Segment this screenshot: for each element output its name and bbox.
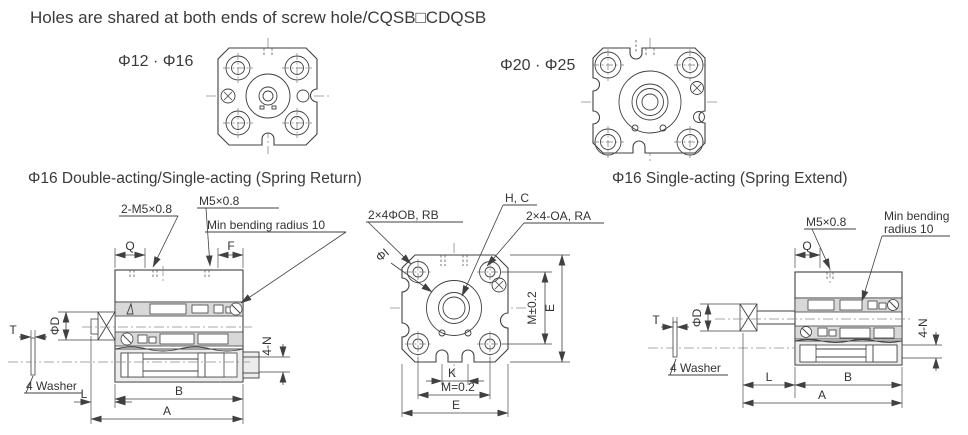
corner-hole [592, 126, 624, 158]
dim-q-right: Q [802, 239, 811, 253]
side-port-hole [693, 111, 705, 123]
holes-b-label: 2×4ΦOB, RB [368, 208, 439, 222]
dim-l-left: L [81, 387, 88, 401]
breather-plug [220, 88, 236, 104]
dim-e-bottom: E [452, 398, 460, 412]
dim-t-right: T [652, 313, 660, 327]
rod-end-block [739, 303, 758, 332]
dim-n-left: 4-N [260, 336, 274, 355]
dim-rod-dia-right: ΦD [690, 309, 704, 328]
dim-a-right: A [818, 388, 826, 402]
fitting-screw [120, 332, 134, 346]
dim-f-left: F [227, 239, 234, 253]
center-bore [245, 73, 291, 119]
center-bore [426, 280, 482, 337]
corner-hole [223, 53, 253, 83]
corner-hole [282, 108, 312, 138]
dim-b-left: B [175, 384, 183, 398]
corner-hole [592, 49, 624, 81]
corner-hole [282, 53, 312, 83]
fitting-screw [887, 299, 899, 311]
section-heading-spring-extend: Φ16 Single-acting (Spring Extend) [612, 170, 848, 187]
corner-hole [477, 331, 503, 357]
bend-radius-label-right-line1: Min bending [884, 209, 949, 223]
washer [672, 321, 678, 358]
bore-dia-label: ΦI [373, 245, 392, 264]
front-view: 2×4ΦOB, RB H, C 2×4-OA, RA ΦI M±0.2 E K [366, 191, 604, 417]
side-port-hole [296, 89, 310, 103]
dim-e-side: E [543, 304, 557, 312]
dim-n-right: 4-N [916, 318, 930, 337]
corner-hole [674, 49, 706, 81]
end-view-small-label: Φ12 · Φ16 [118, 53, 194, 70]
side-section-view-spring-extend: Q M5×0.8 Min bending radius 10 ΦD T 4 Wa… [648, 209, 950, 408]
corner-hole [405, 331, 431, 357]
thread-label-left: M5×0.8 [199, 194, 240, 208]
dim-b-right: B [844, 370, 852, 384]
thread-label-right: M5×0.8 [806, 215, 847, 229]
end-view-small-drawing [206, 38, 329, 154]
holes-a-label: 2×4-OA, RA [526, 209, 591, 223]
corner-hole [674, 126, 706, 158]
washer [30, 337, 36, 376]
dim-m-bottom: M=0.2 [441, 380, 475, 394]
fitting-screw [229, 302, 243, 316]
washer-label-left: 4 Washer [26, 379, 77, 393]
dim-m-side: M±0.2 [525, 291, 539, 325]
hc-label: H, C [505, 191, 529, 205]
end-view-large-drawing [581, 38, 717, 163]
dim-l-right: L [766, 370, 773, 384]
side-section-view-spring-return: Q F 2-M5×0.8 M5×0.8 Min bending radius 1… [8, 194, 347, 424]
ports-label-left: 2-M5×0.8 [121, 202, 172, 216]
rod-end-block [90, 311, 116, 341]
dim-rod-dia-left: ΦD [48, 317, 62, 336]
bend-radius-label-right-line2: radius 10 [884, 222, 934, 236]
center-bore [618, 70, 682, 134]
dim-k: K [448, 366, 456, 380]
breather-plug [690, 81, 704, 95]
bend-radius-label-left: Min bending radius 10 [207, 218, 325, 232]
corner-hole [223, 108, 253, 138]
end-view-large-label: Φ20 · Φ25 [500, 57, 576, 74]
fitting-screw [800, 326, 812, 338]
washer-label-right: 4 Washer [670, 361, 721, 375]
page-title: Holes are shared at both ends of screw h… [30, 8, 487, 27]
section-heading-double-acting: Φ16 Double-acting/Single-acting (Spring … [28, 170, 362, 187]
breather-plug [491, 277, 507, 293]
dim-t-left: T [9, 323, 17, 337]
dim-q-left: Q [125, 239, 134, 253]
dim-a-left: A [163, 404, 171, 418]
